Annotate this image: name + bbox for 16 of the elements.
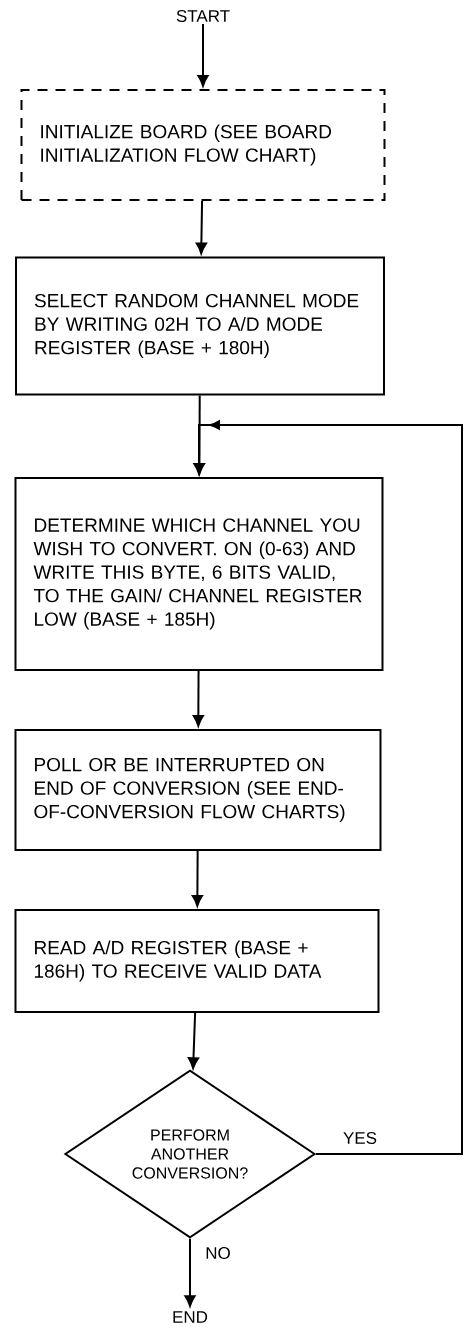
arrow [191, 850, 203, 907]
arrow [193, 420, 463, 1155]
process-box: INITIALIZE BOARD (SEE BOARD INITIALIZATION FLOW CHART) [20, 89, 386, 201]
process-box: SELECT RANDOM CHANNEL MODE BY WRITING 02H TO A/D MODE REGISTER (BASE + 180H) [15, 256, 385, 396]
edge-label: NO [204, 1246, 232, 1260]
terminal-label: END [173, 1311, 208, 1323]
arrow [187, 1012, 199, 1069]
arrow [197, 23, 209, 87]
process-box: READ A/D REGISTER (BASE + 186H) TO RECEIVE VALID DATA [14, 909, 380, 1013]
arrow [195, 200, 207, 255]
arrow [192, 670, 204, 727]
terminal-label: START [176, 10, 230, 23]
edge-label: YES [342, 1131, 378, 1145]
arrow [184, 1237, 196, 1307]
process-box: DETERMINE WHICH CHANNEL YOU WISH TO CONVERT. ON (0-63) AND WRITE THIS BYTE, 6 BITS VALID, TO THE GAIN/ CHANNEL REGISTER LOW (BASE + 185H) [14, 477, 384, 671]
process-box: POLL OR BE INTERRUPTED ON END OF CONVERSION (SEE END-OF-CONVERSION FLOW CHARTS) [14, 729, 382, 851]
